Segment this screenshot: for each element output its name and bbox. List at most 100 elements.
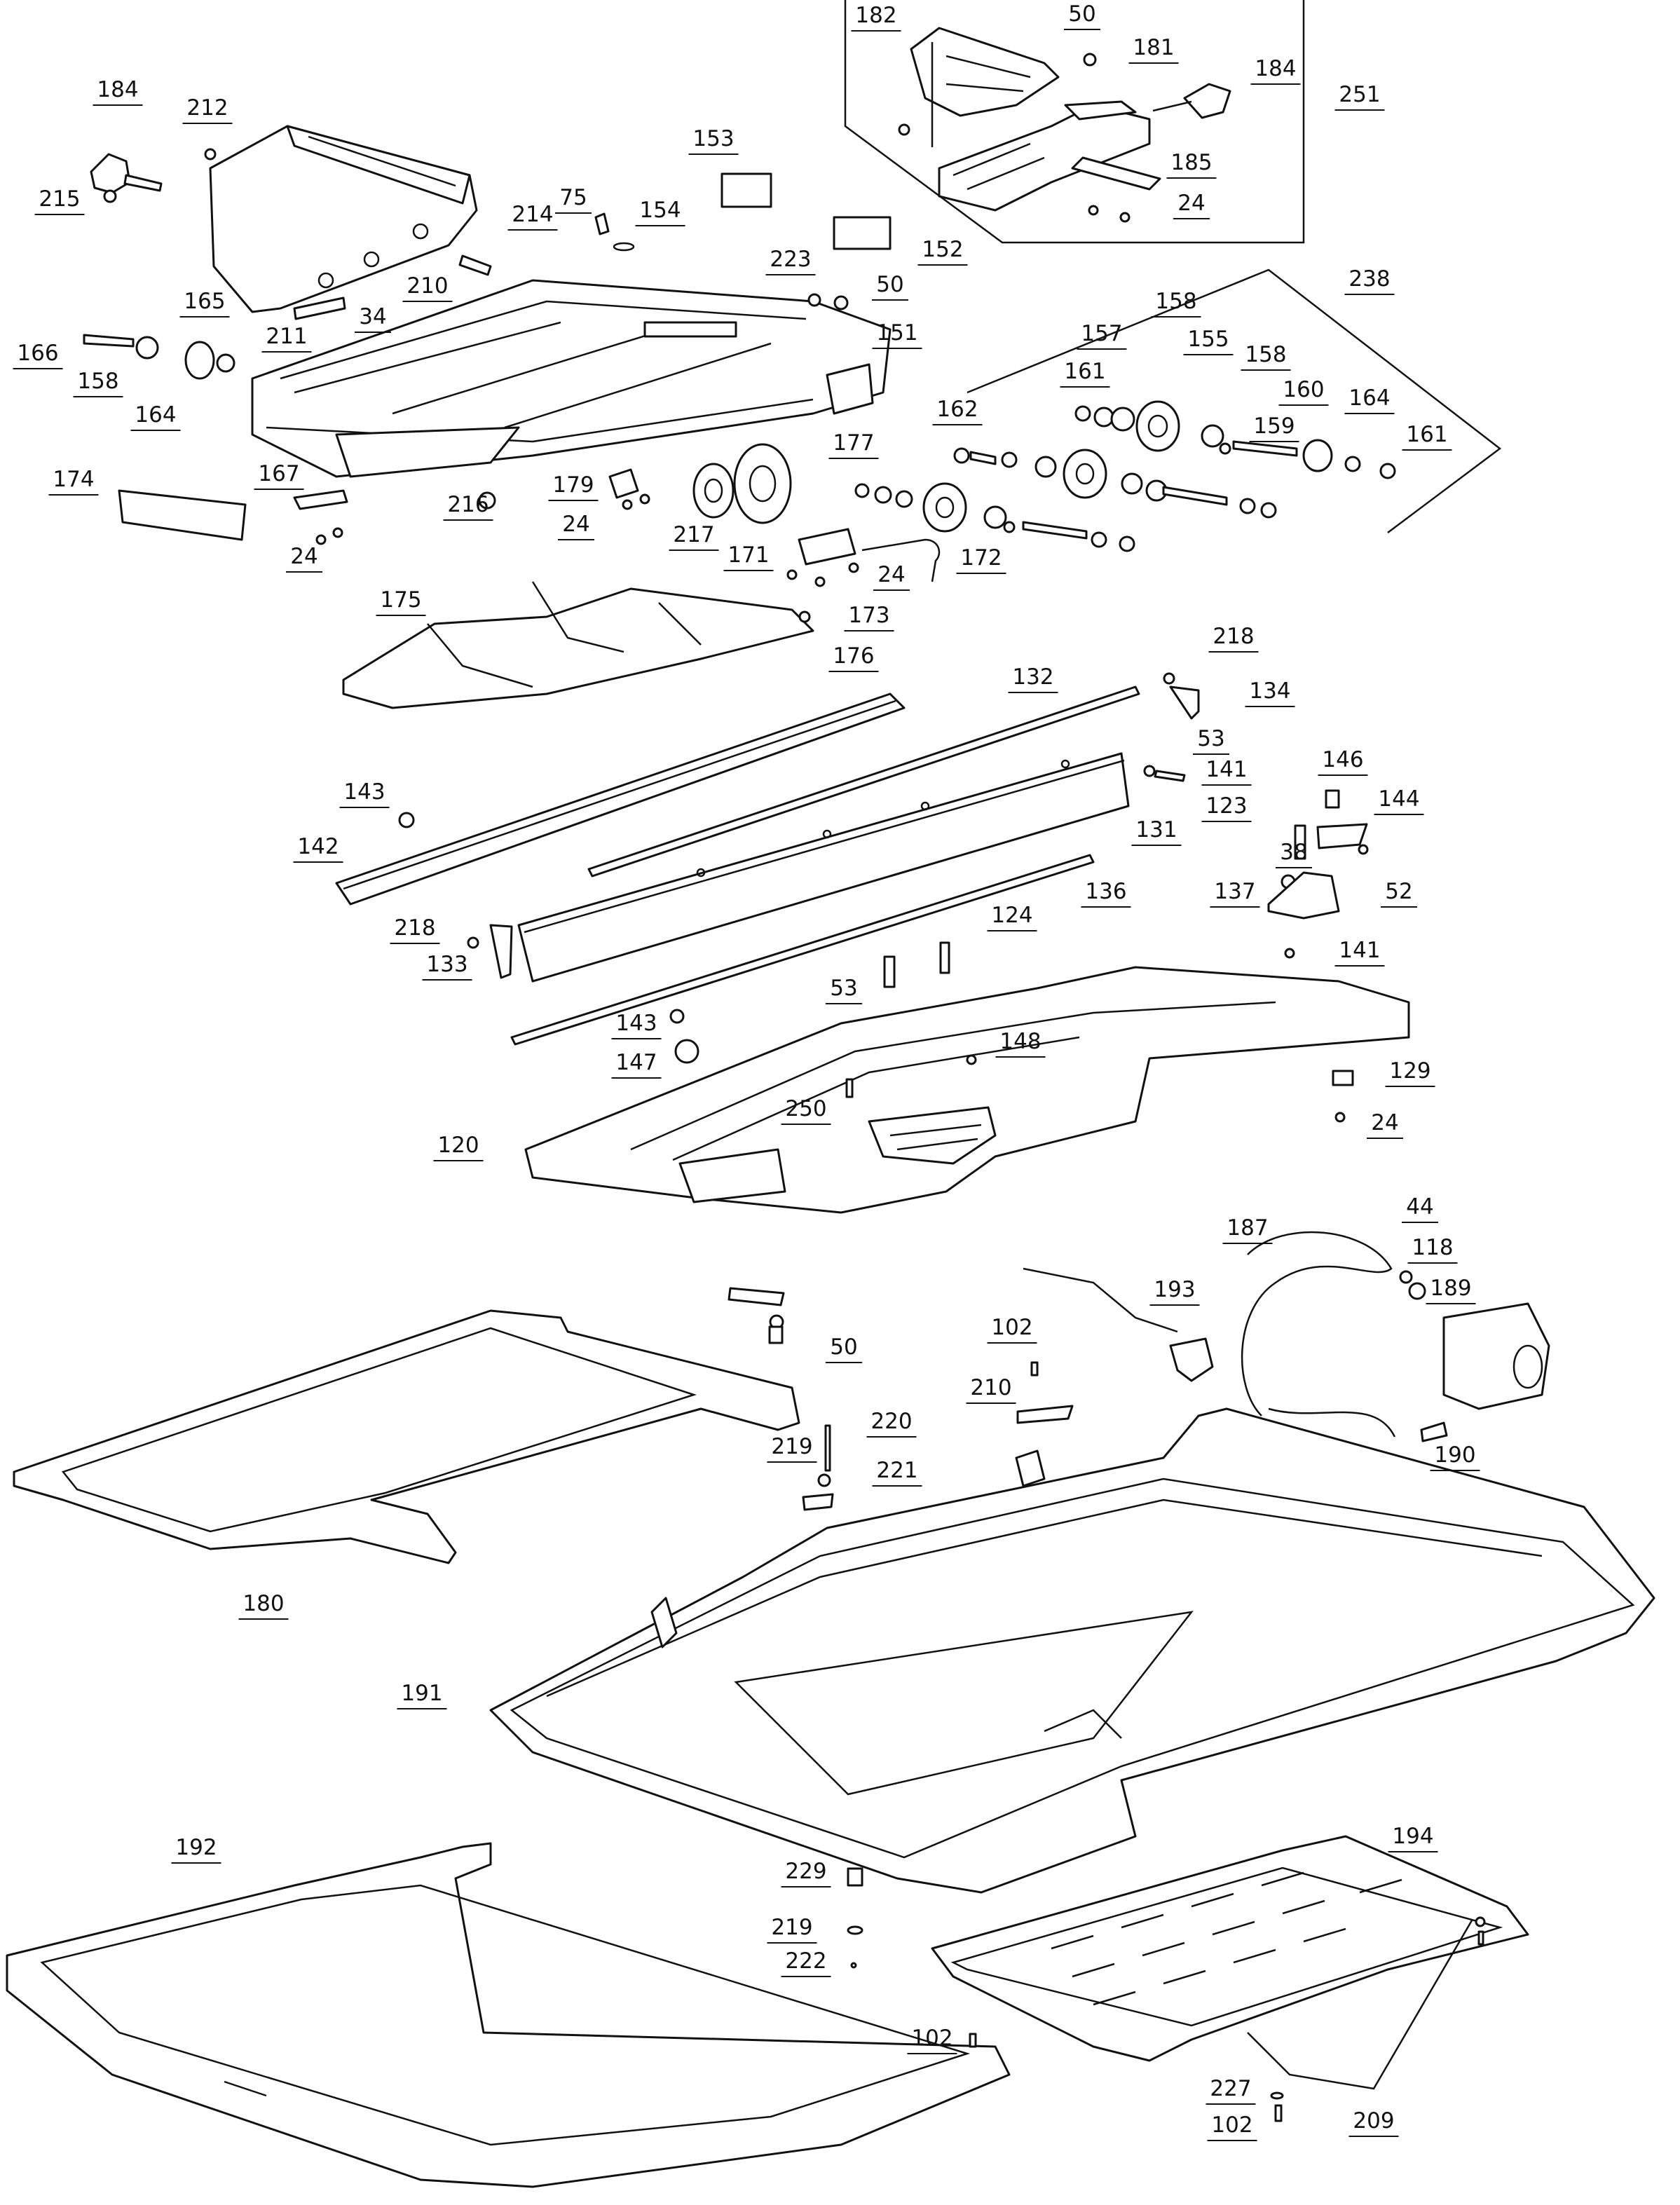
callout-label-223: 223 [770, 247, 811, 272]
pump-hoses-group [1023, 1231, 1550, 1442]
knob-184-left [90, 153, 163, 203]
callout-label-151: 151 [876, 320, 917, 346]
callout-label-102: 102 [911, 2026, 952, 2051]
callout-label-184: 184 [1255, 56, 1296, 81]
callout-label-24: 24 [562, 512, 589, 537]
callout-label-131: 131 [1135, 817, 1177, 842]
base-frame-120 [524, 941, 1410, 1214]
callout-label-218: 218 [394, 915, 435, 941]
callout-label-167: 167 [258, 461, 299, 486]
callout-label-174: 174 [53, 467, 94, 492]
table-small-parts [83, 172, 941, 587]
callout-label-164: 164 [135, 402, 176, 428]
callout-label-210: 210 [970, 1375, 1011, 1400]
callout-label-159: 159 [1253, 414, 1295, 439]
callout-label-179: 179 [552, 472, 594, 498]
callout-label-44: 44 [1406, 1194, 1433, 1220]
callout-label-141: 141 [1206, 757, 1247, 782]
callout-label-193: 193 [1154, 1277, 1195, 1302]
callout-label-50: 50 [830, 1334, 857, 1360]
callout-label-227: 227 [1210, 2076, 1251, 2101]
callout-label-161: 161 [1406, 422, 1447, 447]
callout-label-164: 164 [1348, 385, 1390, 411]
callout-label-181: 181 [1133, 35, 1174, 60]
callout-label-129: 129 [1389, 1058, 1430, 1084]
callout-label-38: 38 [1280, 840, 1307, 865]
callout-label-251: 251 [1339, 82, 1380, 107]
callout-label-209: 209 [1353, 2108, 1394, 2134]
callout-label-165: 165 [184, 289, 225, 314]
callout-label-147: 147 [615, 1050, 657, 1075]
cover-194 [931, 1835, 1529, 2122]
main-table-151 [251, 279, 892, 478]
callout-label-190: 190 [1434, 1442, 1475, 1468]
callout-label-137: 137 [1214, 879, 1255, 904]
callout-label-187: 187 [1227, 1215, 1268, 1241]
callout-label-215: 215 [39, 186, 80, 212]
callout-label-162: 162 [936, 397, 978, 422]
callout-label-154: 154 [639, 198, 681, 223]
callout-label-155: 155 [1187, 327, 1229, 352]
callout-label-34: 34 [359, 304, 386, 329]
callout-label-211: 211 [266, 324, 307, 349]
callout-label-219: 219 [771, 1434, 812, 1459]
callout-label-180: 180 [243, 1591, 284, 1616]
callout-label-158: 158 [77, 369, 118, 394]
callout-label-210: 210 [407, 273, 448, 299]
callout-label-52: 52 [1385, 879, 1412, 904]
callout-label-124: 124 [991, 903, 1032, 928]
callout-label-123: 123 [1206, 793, 1247, 819]
callout-label-142: 142 [297, 834, 339, 859]
callout-label-50: 50 [876, 272, 903, 297]
callout-label-158: 158 [1155, 289, 1196, 314]
callout-label-133: 133 [426, 952, 467, 977]
rails-group [335, 672, 1369, 1046]
callout-label-50: 50 [1068, 1, 1095, 27]
callout-label-102: 102 [1211, 2112, 1252, 2138]
callout-label-24: 24 [1177, 191, 1205, 216]
carriage-175 [342, 581, 814, 709]
callout-label-144: 144 [1378, 786, 1419, 812]
callout-label-177: 177 [833, 430, 874, 456]
frame-180 [13, 1287, 1074, 1564]
tray-191 [489, 1407, 1655, 1894]
bearing-assembly-238 [854, 268, 1502, 552]
callout-label-250: 250 [785, 1096, 826, 1121]
callout-label-148: 148 [999, 1029, 1041, 1054]
callout-label-158: 158 [1245, 342, 1286, 367]
callout-label-194: 194 [1392, 1824, 1433, 1849]
callout-label-222: 222 [785, 1948, 826, 1974]
callout-label-192: 192 [175, 1835, 217, 1860]
callout-label-157: 157 [1081, 321, 1122, 346]
callout-label-161: 161 [1064, 359, 1105, 384]
assembly-251-group [844, 0, 1305, 244]
callout-label-24: 24 [290, 544, 317, 569]
callout-label-221: 221 [876, 1458, 917, 1483]
callout-label-184: 184 [97, 77, 138, 102]
callout-label-120: 120 [437, 1133, 479, 1158]
callout-label-102: 102 [991, 1315, 1032, 1340]
callout-label-189: 189 [1430, 1276, 1471, 1301]
callout-label-219: 219 [771, 1915, 812, 1940]
callout-label-53: 53 [830, 976, 857, 1001]
callout-label-166: 166 [17, 341, 58, 366]
callout-label-75: 75 [559, 185, 587, 210]
callout-label-171: 171 [728, 542, 769, 568]
callout-label-220: 220 [870, 1409, 912, 1434]
callout-label-182: 182 [855, 3, 896, 28]
callout-label-185: 185 [1170, 150, 1212, 175]
callout-label-212: 212 [186, 95, 228, 121]
callout-label-24: 24 [877, 562, 905, 587]
frame-192 [6, 1842, 1011, 2188]
callout-label-132: 132 [1012, 664, 1053, 690]
callout-label-152: 152 [922, 237, 963, 262]
callout-label-24: 24 [1371, 1110, 1398, 1135]
callout-label-146: 146 [1322, 747, 1363, 772]
callout-label-143: 143 [343, 779, 385, 805]
callout-label-191: 191 [401, 1681, 442, 1706]
callout-label-160: 160 [1283, 377, 1324, 402]
callout-label-173: 173 [848, 603, 889, 628]
callout-label-172: 172 [960, 545, 1002, 571]
